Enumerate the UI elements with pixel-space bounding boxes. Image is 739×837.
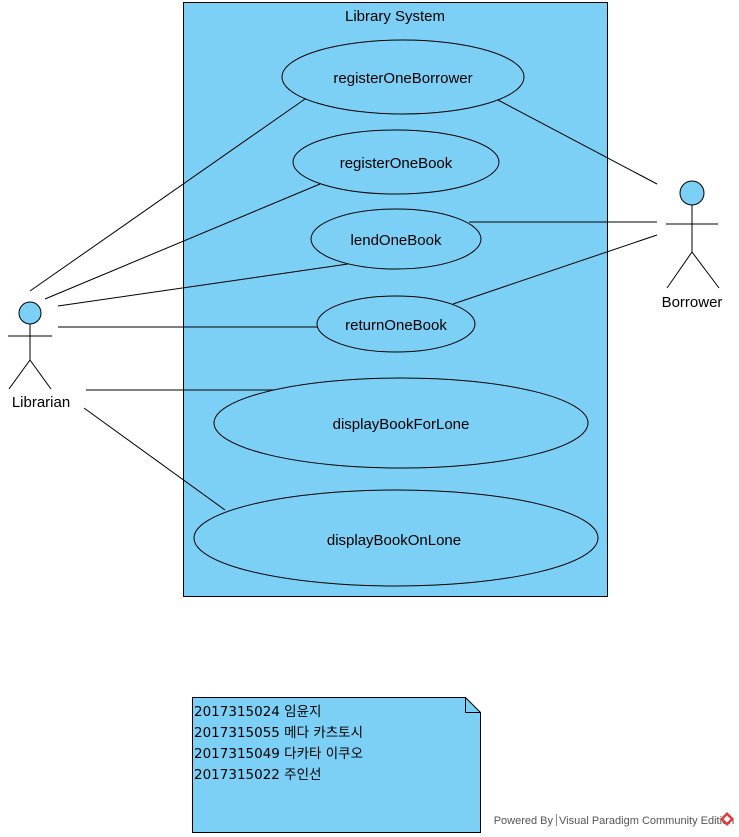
note-fold-corner	[465, 697, 481, 713]
assoc-librarian-register-borrower	[29, 98, 306, 292]
use-case-display-on-lone[interactable]: displayBookOnLone	[193, 489, 599, 587]
use-case-ellipse	[281, 39, 525, 115]
note-line: 2017315022 주인선	[194, 767, 321, 783]
actor-borrower[interactable]: Borrower	[662, 180, 723, 311]
note-line: 2017315049 다카타 이쿠오	[194, 746, 363, 762]
actor-head	[18, 301, 42, 325]
actor-label: Borrower	[662, 294, 723, 311]
assoc-borrower-return-book	[452, 234, 658, 305]
use-case-register-borrower[interactable]: registerOneBorrower	[281, 39, 525, 115]
use-case-ellipse	[213, 377, 589, 469]
borrower-associations	[452, 99, 658, 305]
actor-head	[679, 180, 705, 206]
use-case-label: registerOneBorrower	[333, 70, 472, 87]
use-case-label: registerOneBook	[340, 155, 453, 172]
stick-figure-icon	[8, 301, 52, 390]
librarian-associations	[29, 98, 349, 511]
visual-paradigm-logo-icon	[720, 812, 734, 826]
actor-right-leg	[29, 359, 52, 390]
note-body	[192, 697, 481, 833]
use-case-label: lendOneBook	[351, 232, 442, 249]
use-case-lend-book[interactable]: lendOneBook	[310, 208, 482, 270]
note[interactable]: 2017315024 임윤지 2017315055 메다 카츠토시 201731…	[192, 697, 481, 833]
assoc-librarian-display-on-lone	[83, 407, 226, 511]
stick-figure-icon	[666, 180, 720, 289]
system-title: Library System	[345, 8, 445, 25]
use-case-label: returnOneBook	[345, 317, 447, 334]
actor-left-leg	[666, 251, 693, 289]
watermark: Powered By Visual Paradigm Community Edi…	[494, 812, 734, 827]
note-line: 2017315024 임윤지	[194, 704, 321, 720]
use-case-display-for-lone[interactable]: displayBookForLone	[213, 377, 589, 469]
use-case-label: displayBookForLone	[333, 416, 470, 433]
use-case-ellipse	[310, 208, 482, 270]
assoc-borrower-register-borrower	[497, 99, 658, 185]
product-name-text: Visual Paradigm Community Edition	[559, 815, 734, 827]
actor-librarian[interactable]: Librarian	[8, 301, 70, 411]
use-case-ellipse	[292, 129, 500, 195]
assoc-librarian-register-book	[44, 183, 321, 300]
actor-right-leg	[691, 251, 720, 289]
use-case-return-book[interactable]: returnOneBook	[316, 295, 476, 353]
assoc-librarian-lend-book	[57, 263, 349, 307]
actor-label: Librarian	[12, 394, 70, 411]
use-case-ellipse	[316, 295, 476, 353]
actor-left-leg	[8, 359, 31, 390]
use-case-ellipse	[193, 489, 599, 587]
note-line: 2017315055 메다 카츠토시	[194, 725, 363, 741]
powered-by-text: Powered By	[494, 815, 554, 827]
use-case-label: displayBookOnLone	[327, 532, 461, 549]
use-case-register-book[interactable]: registerOneBook	[292, 129, 500, 195]
